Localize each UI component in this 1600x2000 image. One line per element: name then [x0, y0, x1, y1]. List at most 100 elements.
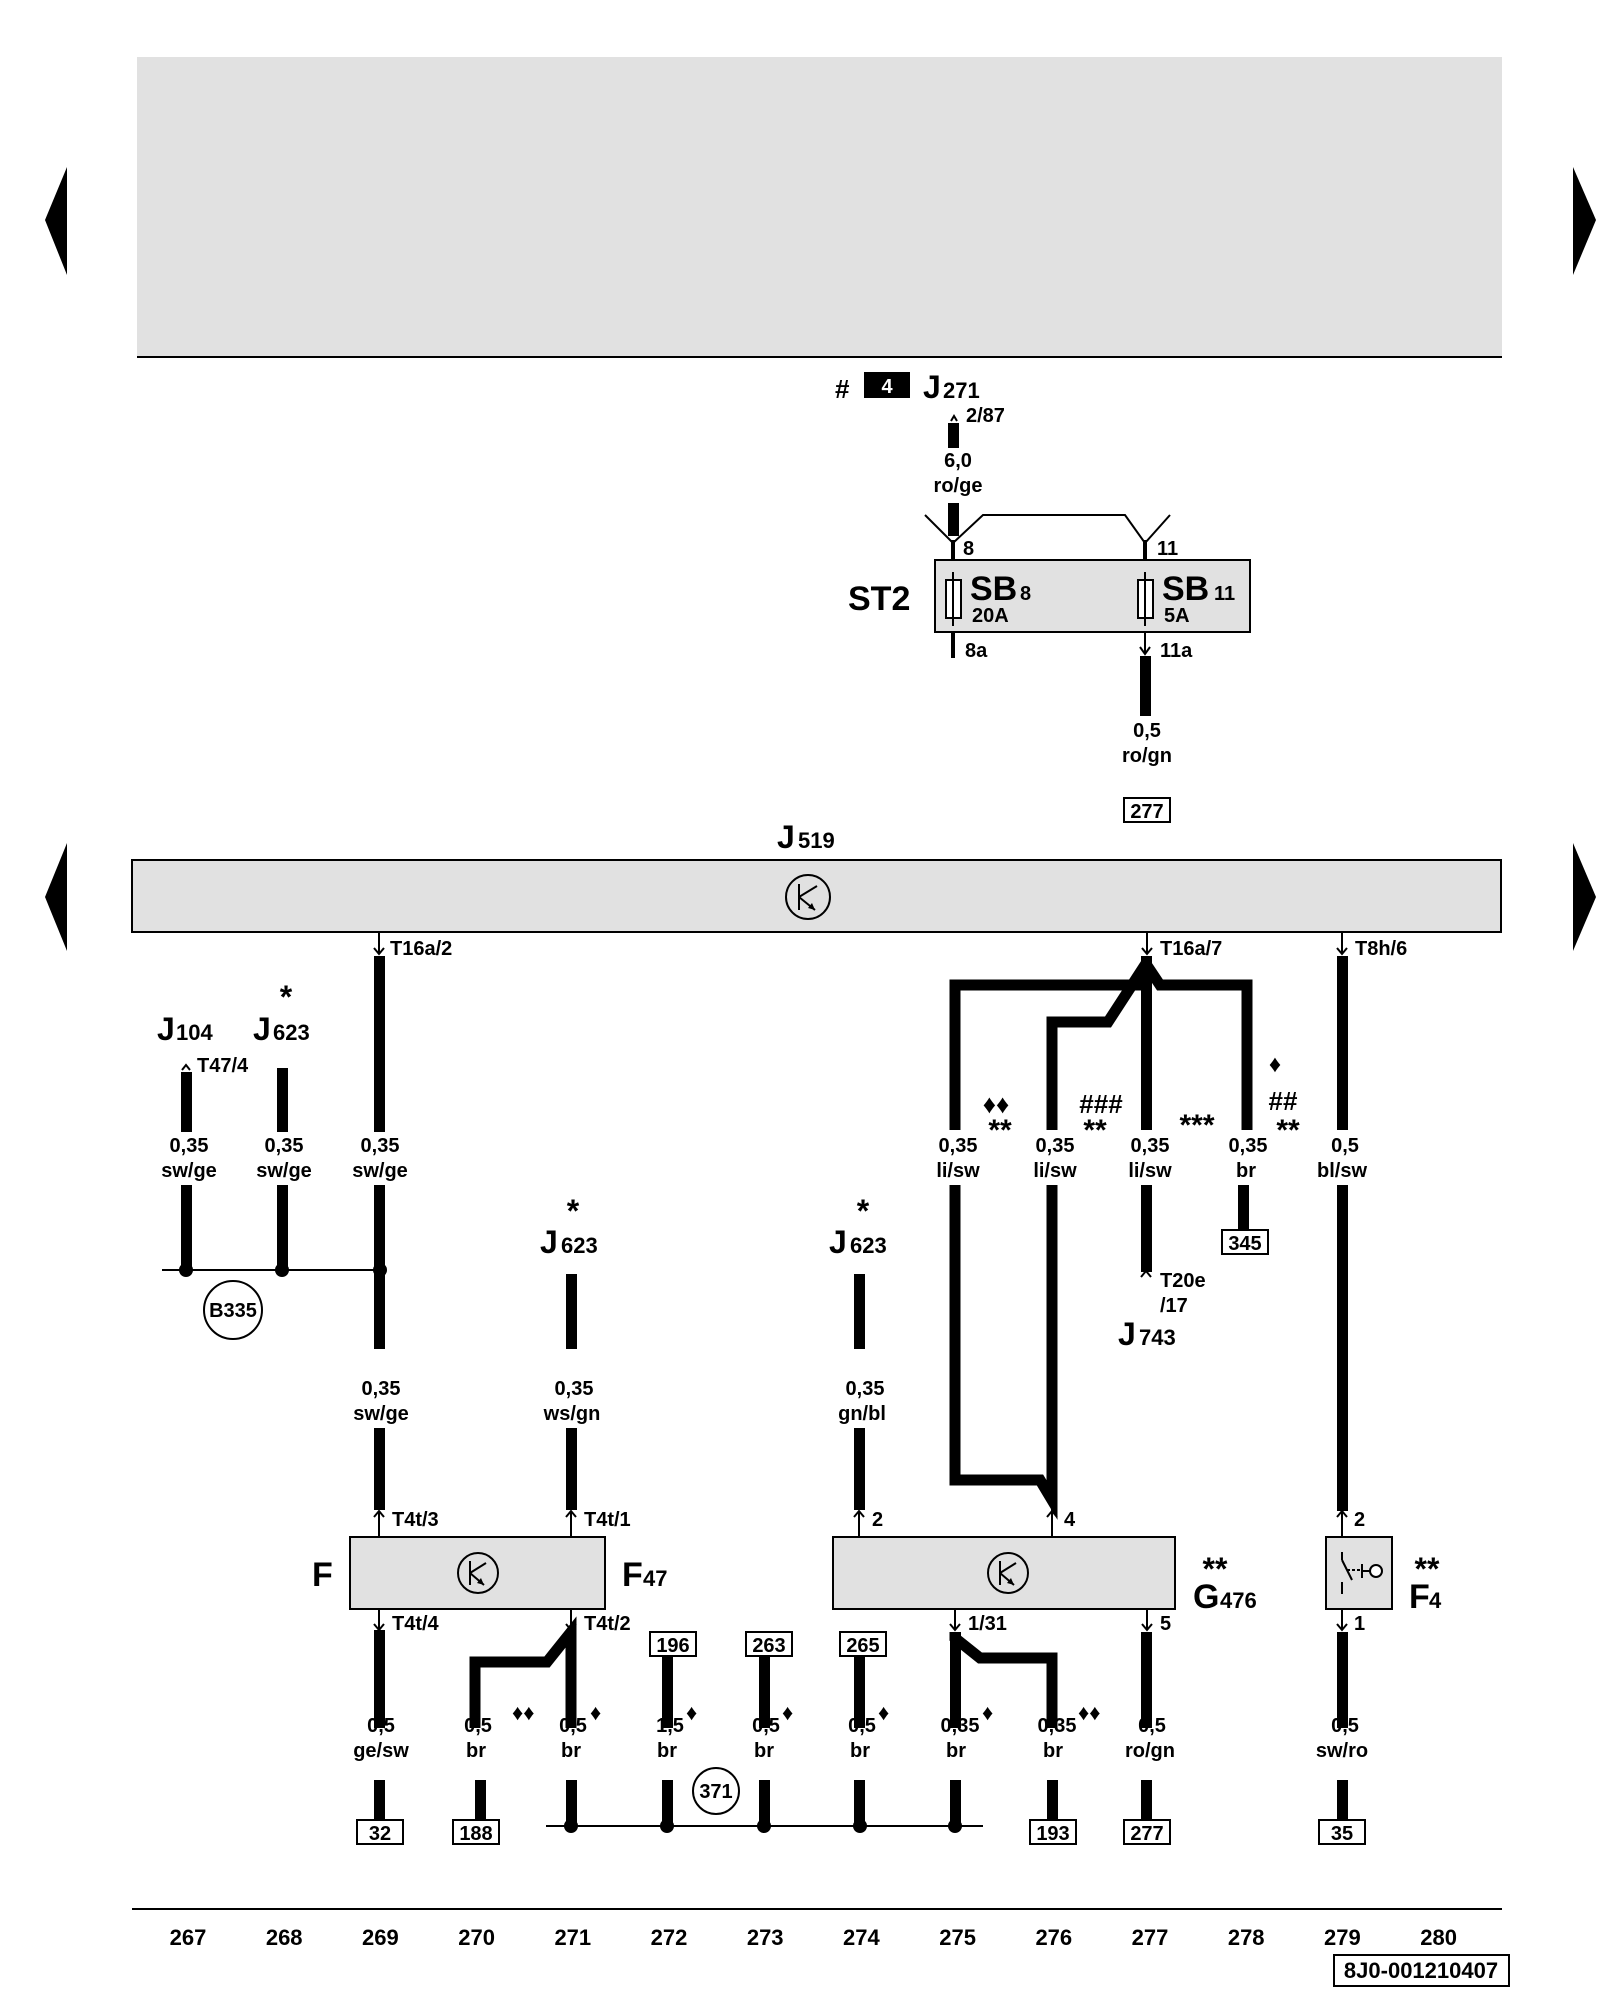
wire-276-mark2: **: [1083, 1114, 1107, 1147]
svg-text:♦: ♦: [982, 1700, 993, 1725]
ref-193-box[interactable]: [1029, 1819, 1077, 1845]
wire-label-269-upper: 0,35 sw/ge: [352, 1135, 408, 1182]
ref-188[interactable]: 188: [459, 1823, 492, 1845]
svg-text:♦♦: ♦♦: [512, 1700, 534, 1725]
j519-sub: 519: [798, 828, 835, 853]
svg-text:0,35: 0,35: [939, 1135, 978, 1157]
svg-text:0,35: 0,35: [170, 1135, 209, 1157]
j623-top-sub: 623: [273, 1020, 310, 1045]
j743-sub: 743: [1139, 1325, 1176, 1350]
fuse-1-rating: 20A: [972, 605, 1009, 627]
prev-page-bottom-arrow-icon[interactable]: [45, 843, 67, 951]
wire-278-mark1: ♦: [1269, 1051, 1281, 1078]
svg-text:♦♦: ♦♦: [1078, 1700, 1100, 1725]
column-number: 273: [747, 1925, 784, 1950]
ref-345-box[interactable]: [1221, 1229, 1269, 1255]
wire-label-275-lower: 0,35 ♦ br: [941, 1700, 994, 1762]
wire-label-276-lower: 0,35 ♦♦ br: [1038, 1700, 1101, 1762]
j623-b-sub: 623: [850, 1233, 887, 1258]
column-number: 267: [170, 1925, 207, 1950]
fuse-2-rating: 5A: [1164, 605, 1190, 627]
svg-text:1,5: 1,5: [656, 1715, 684, 1737]
ref-345[interactable]: 345: [1228, 1233, 1261, 1255]
fuse-out-ref[interactable]: 277: [1130, 801, 1163, 823]
relay-badge: 4: [881, 376, 893, 398]
j104-sub: 104: [176, 1020, 213, 1045]
next-page-bottom-arrow-icon[interactable]: [1573, 843, 1596, 951]
f4-name: F: [1409, 1578, 1430, 1616]
fuse-1-sub: 8: [1020, 583, 1031, 605]
f47-pin-out1: T4t/4: [392, 1613, 440, 1635]
svg-text:0,35: 0,35: [1036, 1135, 1075, 1157]
ref-35[interactable]: 35: [1331, 1823, 1353, 1845]
svg-text:0,5: 0,5: [848, 1715, 876, 1737]
svg-text:br: br: [946, 1740, 966, 1762]
svg-text:li/sw: li/sw: [1128, 1160, 1172, 1182]
wire-277-mark1: ***: [1179, 1109, 1214, 1142]
next-page-top-arrow-icon[interactable]: [1573, 167, 1596, 275]
fuse-out-ref-box[interactable]: [1123, 797, 1171, 823]
ref-196-box[interactable]: [649, 1631, 697, 1657]
fuse-pin-8a: 8a: [965, 640, 988, 662]
f47-pin-in2: T4t/1: [584, 1509, 631, 1531]
column-number: 274: [843, 1925, 880, 1950]
ref-188-box[interactable]: [452, 1819, 500, 1845]
j623-b-name: J: [829, 1224, 847, 1260]
splice-371: 371: [692, 1767, 740, 1815]
relay-wire-size: 6,0: [944, 450, 972, 472]
wire-label-269-mid: 0,35 sw/ge: [353, 1378, 409, 1425]
svg-text:ge/sw: ge/sw: [353, 1740, 409, 1762]
wire-label-277-lower: 0,5 ro/gn: [1125, 1715, 1175, 1762]
svg-text:br: br: [754, 1740, 774, 1762]
column-number: 277: [1132, 1925, 1169, 1950]
ref-277-box[interactable]: [1123, 1819, 1171, 1845]
svg-text:sw/ge: sw/ge: [352, 1160, 408, 1182]
prev-page-top-arrow-icon[interactable]: [45, 167, 67, 275]
j519-pin-c: T8h/6: [1355, 938, 1407, 960]
fuse-pin-11: 11: [1157, 538, 1178, 560]
ref-263-box[interactable]: [745, 1631, 793, 1657]
svg-text:0,35: 0,35: [361, 1135, 400, 1157]
svg-text:0,35: 0,35: [1131, 1135, 1170, 1157]
relay-prefix: #: [835, 374, 850, 404]
svg-text:0,5: 0,5: [1331, 1135, 1359, 1157]
svg-text:br: br: [1236, 1160, 1256, 1182]
ref-35-box[interactable]: [1318, 1819, 1366, 1845]
svg-text:br: br: [466, 1740, 486, 1762]
header-band: [137, 57, 1502, 357]
fuse-box-label: ST2: [848, 580, 910, 618]
fuse-pin-11a: 11a: [1160, 640, 1193, 662]
wire-label-271-lower: 0,5 ♦ br: [559, 1700, 601, 1762]
svg-text:sw/ro: sw/ro: [1316, 1740, 1368, 1762]
g476-transistor-icon: [987, 1552, 1029, 1594]
column-number: 276: [1035, 1925, 1072, 1950]
ref-196[interactable]: 196: [656, 1635, 689, 1657]
wire-label-267-upper: 0,35 sw/ge: [161, 1135, 217, 1182]
ref-32-box[interactable]: [356, 1819, 404, 1845]
svg-text:♦: ♦: [782, 1700, 793, 1725]
ref-277[interactable]: 277: [1130, 1823, 1163, 1845]
wire-label-272-lower: 1,5 ♦ br: [656, 1700, 697, 1762]
j623-a-sub: 623: [561, 1233, 598, 1258]
g476-mark: **: [1203, 1551, 1228, 1587]
svg-text:0,5: 0,5: [1331, 1715, 1359, 1737]
svg-text:bl/sw: bl/sw: [1317, 1160, 1367, 1182]
column-number: 279: [1324, 1925, 1361, 1950]
ref-265[interactable]: 265: [846, 1635, 879, 1657]
wire-label-278-upper: 0,35 br: [1229, 1135, 1268, 1182]
doc-id-box: [1333, 1954, 1510, 1987]
column-number: 275: [939, 1925, 976, 1950]
svg-text:0,35: 0,35: [1038, 1715, 1077, 1737]
ref-263[interactable]: 263: [752, 1635, 785, 1657]
f47-left-label: F: [312, 1556, 333, 1594]
j519-pin-b: T16a/7: [1160, 938, 1222, 960]
g476-pin-in1: 2: [872, 1509, 883, 1531]
column-number: 269: [362, 1925, 399, 1950]
ref-193[interactable]: 193: [1036, 1823, 1069, 1845]
j519-name: J: [777, 819, 795, 855]
svg-text:0,5: 0,5: [1138, 1715, 1166, 1737]
svg-text:0,35: 0,35: [1229, 1135, 1268, 1157]
ref-32[interactable]: 32: [369, 1823, 391, 1845]
svg-text:0,35: 0,35: [941, 1715, 980, 1737]
fuse-2-sub: 11: [1214, 583, 1235, 605]
